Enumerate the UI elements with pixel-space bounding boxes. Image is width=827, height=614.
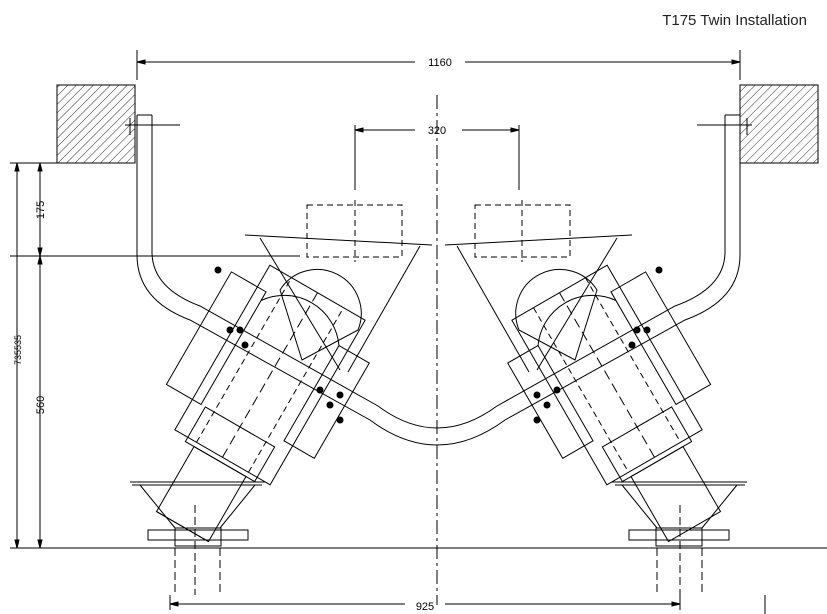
right-outlet	[612, 481, 747, 595]
mid-height-label: 560	[35, 396, 47, 414]
upper-height-label: 175	[35, 201, 47, 219]
base-width-label: 925	[416, 601, 434, 613]
left-wall-block	[56, 84, 136, 164]
drawing-title: T175 Twin Installation	[662, 12, 807, 29]
vertical-dimensions	[10, 162, 300, 549]
support-tube	[125, 114, 752, 446]
inlet-spacing-dimension	[354, 125, 520, 190]
left-outlet	[130, 481, 265, 595]
left-round-cover	[279, 268, 362, 361]
right-inlet-hopper	[444, 200, 633, 373]
overall-width-dimension	[136, 50, 741, 80]
left-inlet-hopper	[244, 200, 433, 373]
overlap-height-label: 735535	[13, 335, 23, 365]
right-bolts	[533, 266, 663, 424]
left-feeder-body	[155, 264, 370, 543]
right-feeder-body	[507, 264, 722, 543]
overall-width-label: 1160	[428, 57, 452, 69]
right-round-cover	[515, 268, 598, 361]
inlet-spacing-label: 320	[428, 125, 446, 137]
base-width-dimension	[169, 595, 766, 614]
left-bolts	[214, 266, 344, 424]
right-wall-block	[739, 84, 819, 164]
